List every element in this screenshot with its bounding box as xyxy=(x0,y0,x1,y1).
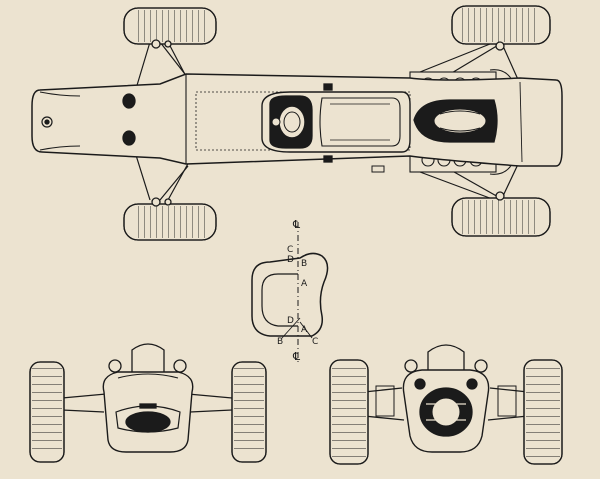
centerline-label-top: ℄ xyxy=(292,218,300,231)
top-view-drawing xyxy=(31,5,563,241)
front-suspension-arms xyxy=(134,41,191,201)
front-view-left-wheel xyxy=(29,361,65,463)
label-a-bottom: A xyxy=(301,325,308,335)
label-b-top: B xyxy=(301,259,307,269)
rear-view-right-wheel xyxy=(523,359,563,465)
label-a-top: A xyxy=(301,279,308,289)
cockpit xyxy=(261,83,411,163)
section-outer-contour xyxy=(251,252,329,337)
front-view-intake xyxy=(125,411,171,433)
label-d-bottom: D xyxy=(287,316,294,326)
rear-view-left-wheel xyxy=(329,359,369,465)
front-right-wheel-top xyxy=(123,203,217,241)
label-c-bottom: C xyxy=(312,337,318,347)
rear-right-wheel-top xyxy=(451,197,551,237)
label-c-top: C xyxy=(287,245,293,255)
rear-view-drawing xyxy=(329,344,563,465)
nose-duct-lower xyxy=(122,130,136,146)
label-d-top: D xyxy=(287,255,294,265)
front-left-wheel-top xyxy=(123,7,217,45)
front-view-right-wheel xyxy=(231,361,267,463)
front-view-drawing xyxy=(29,343,267,463)
nose-duct-upper xyxy=(122,93,136,109)
rear-left-wheel-top xyxy=(451,5,551,45)
engine-cover xyxy=(413,99,498,143)
section-inner-contour xyxy=(261,273,298,327)
section-diagram xyxy=(251,222,329,362)
section-labels: ℄ ℄ C D B A D A B C xyxy=(277,218,318,363)
nose-badge xyxy=(41,116,53,128)
centerline-label-bottom: ℄ xyxy=(292,350,300,363)
label-b-bottom: B xyxy=(277,337,283,347)
